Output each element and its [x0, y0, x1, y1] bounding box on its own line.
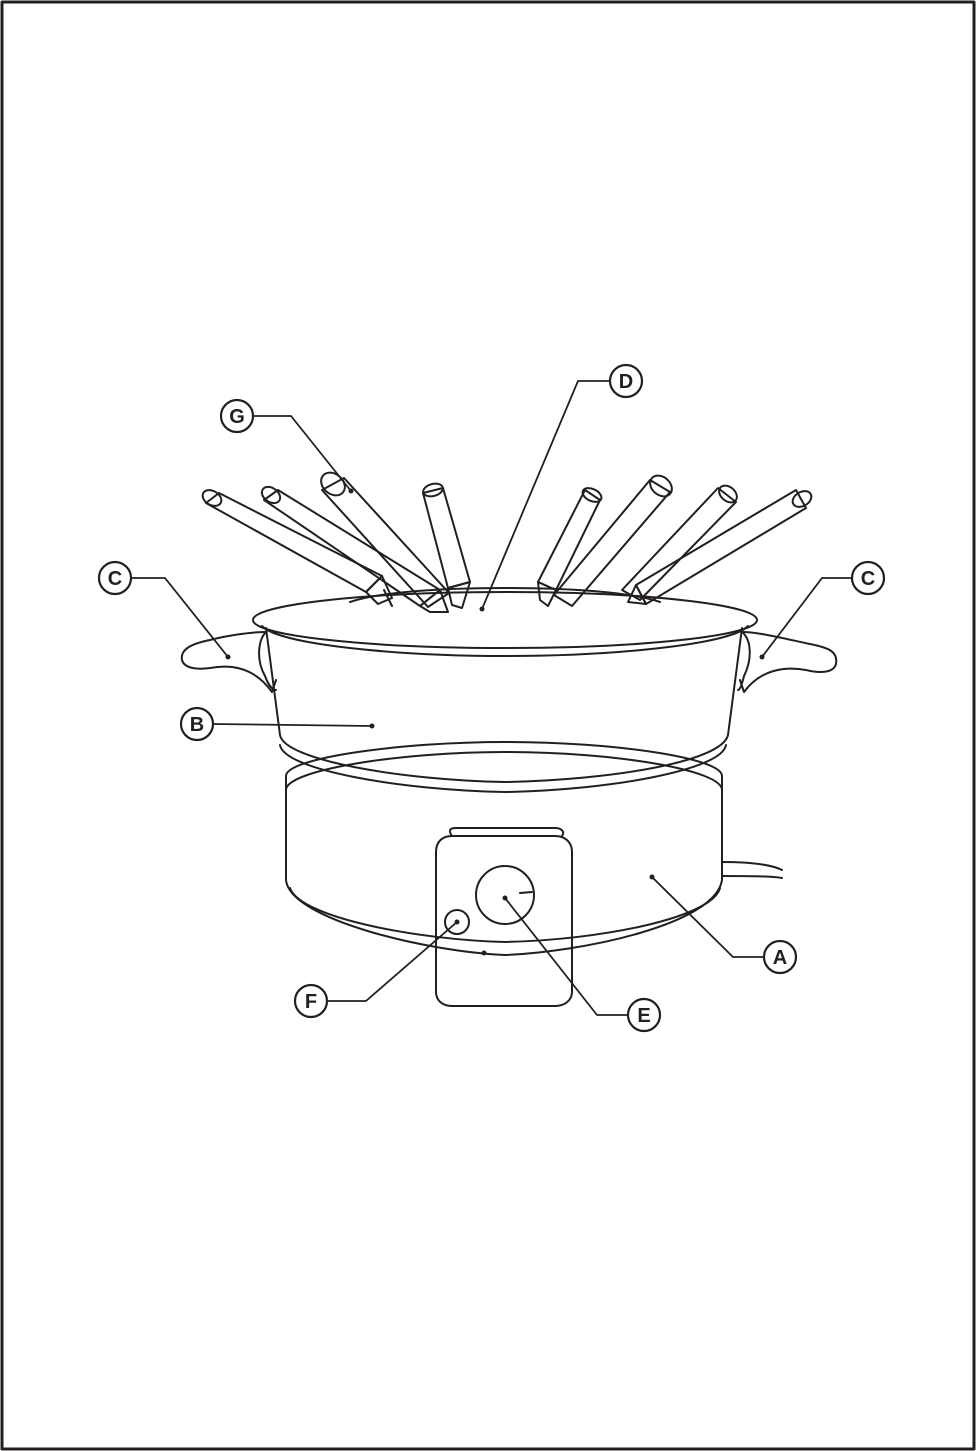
callout-e: E	[628, 999, 660, 1031]
handle-left	[182, 632, 276, 692]
callout-g: G	[221, 400, 253, 432]
svg-text:F: F	[305, 991, 317, 1013]
svg-text:C: C	[108, 568, 122, 590]
fork-6	[554, 471, 676, 606]
control-panel	[436, 828, 572, 1006]
power-cord	[722, 862, 782, 878]
callout-c-right: C	[852, 562, 884, 594]
svg-text:G: G	[229, 406, 245, 428]
thermostat-dial	[476, 866, 534, 924]
callout-d: D	[610, 365, 642, 397]
callout-a: A	[764, 941, 796, 973]
svg-text:A: A	[773, 947, 787, 969]
fork-8	[628, 488, 814, 604]
callout-c-left: C	[99, 562, 131, 594]
callout-b: B	[181, 708, 213, 740]
svg-text:D: D	[619, 371, 633, 393]
svg-text:B: B	[190, 714, 204, 736]
fork-ring	[253, 588, 757, 656]
fork-1	[200, 487, 392, 606]
handle-right	[738, 632, 836, 692]
fork-3	[317, 468, 449, 607]
svg-text:C: C	[861, 568, 875, 590]
fondue-forks	[200, 468, 814, 612]
svg-text:E: E	[637, 1005, 650, 1027]
callout-f: F	[295, 985, 327, 1017]
